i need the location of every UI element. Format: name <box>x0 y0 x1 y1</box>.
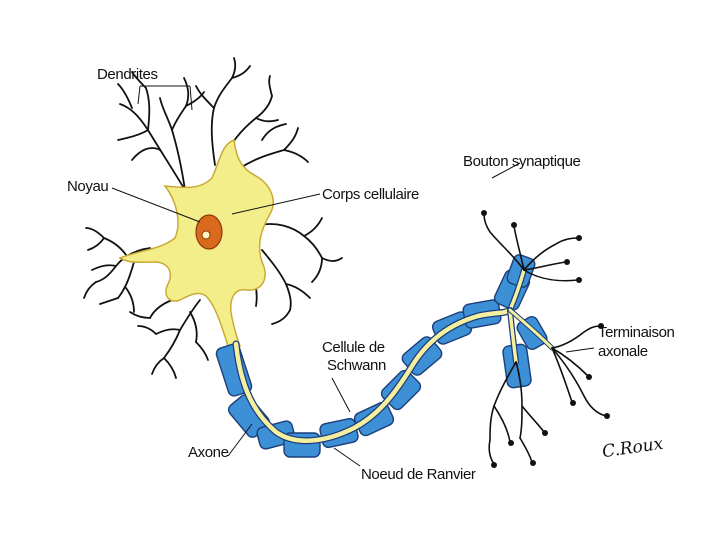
dendrites <box>83 57 343 379</box>
label-terminaison-axonale-line2: axonale <box>598 343 648 360</box>
axon-terminal-branches <box>507 267 555 365</box>
axon-core <box>233 307 513 443</box>
synaptic-terminals <box>483 213 607 465</box>
label-cellule-de-schwann-line1: Cellule de <box>322 339 385 356</box>
cell-body <box>118 138 274 347</box>
label-noyau: Noyau <box>67 178 109 195</box>
leader-lines <box>111 85 595 467</box>
label-dendrites: Dendrites <box>97 66 158 83</box>
nucleolus <box>201 230 211 240</box>
terminal-bulbs <box>481 210 610 468</box>
label-corps-cellulaire: Corps cellulaire <box>322 186 419 203</box>
label-noeud-de-ranvier: Noeud de Ranvier <box>361 466 476 483</box>
label-terminaison-axonale-line1: Terminaison <box>598 324 675 341</box>
label-cellule-de-schwann-line2: Schwann <box>327 357 386 374</box>
label-bouton-synaptique: Bouton synaptique <box>463 153 581 170</box>
label-axone: Axone <box>188 444 229 461</box>
